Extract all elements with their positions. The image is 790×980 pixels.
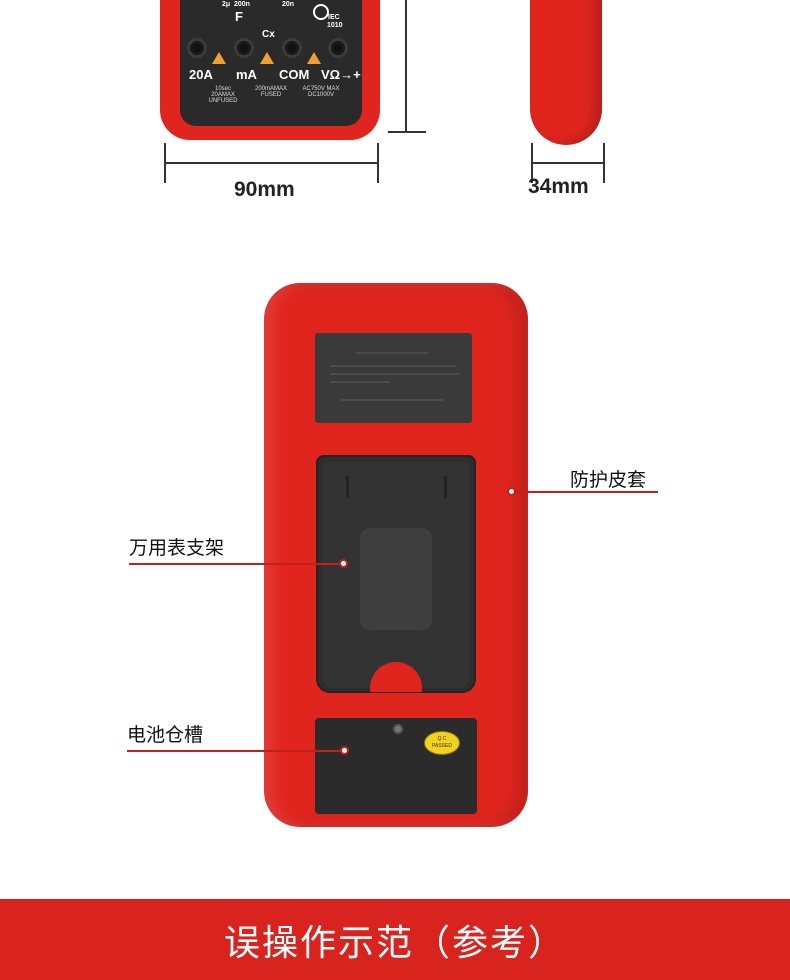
width-dimension-line <box>164 162 379 164</box>
callout-stand-label: 万用表支架 <box>129 537 225 559</box>
jack-ma-rating: 200mAMAX FUSED <box>254 86 287 98</box>
plate-text-line <box>330 381 390 383</box>
callout-stand-line <box>129 563 344 565</box>
iec-number: 1010 <box>327 22 343 29</box>
jack-com <box>282 38 302 58</box>
jack-ma <box>234 38 254 58</box>
height-dimension-tick <box>388 131 426 133</box>
jack-20a <box>187 38 207 58</box>
callout-sleeve-line <box>513 491 658 493</box>
farad-label: F <box>235 9 243 24</box>
multimeter-side-body <box>530 0 602 145</box>
range-label: 2μ <box>222 1 231 8</box>
screw-icon <box>393 724 403 734</box>
iec-label: IEC <box>328 14 340 21</box>
jack-volt-rating: AC750V MAX DC1000V <box>302 86 340 98</box>
warning-circle-icon <box>313 4 329 20</box>
warning-triangle-icon <box>212 52 226 64</box>
plate-text-line <box>330 365 456 367</box>
depth-label: 34mm <box>528 175 589 198</box>
callout-sleeve-dot <box>507 487 516 496</box>
width-label: 90mm <box>234 178 295 201</box>
plate-text-line <box>340 399 444 401</box>
plate-text-line <box>356 352 428 354</box>
bottom-banner: 误操作示范（参考） <box>0 899 790 980</box>
warning-triangle-icon <box>260 52 274 64</box>
plate-text-line <box>330 373 460 375</box>
callout-sleeve-label: 防护皮套 <box>570 469 647 491</box>
stand-slot <box>346 476 349 498</box>
jack-label-com: COM <box>279 67 310 82</box>
range-label: 20n <box>282 1 295 8</box>
capacitance-label: Cx <box>262 29 275 40</box>
callout-stand-dot <box>339 559 348 568</box>
callout-battery-label: 电池仓槽 <box>127 724 204 746</box>
callout-battery-line <box>127 750 345 752</box>
stand-slot <box>444 476 447 498</box>
height-dimension-line <box>405 0 407 132</box>
warning-label-plate <box>315 333 472 423</box>
jack-volt <box>328 38 348 58</box>
warning-triangle-icon <box>307 52 321 64</box>
banner-title: 误操作示范（参考） <box>223 922 566 964</box>
range-label: 200n <box>234 1 250 8</box>
callout-battery-dot <box>340 746 349 755</box>
jack-label-ma: mA <box>236 67 257 82</box>
stand-center-pad <box>360 528 432 630</box>
jack-20a-rating: 10sec 20AMAX UNFUSED <box>208 86 238 104</box>
jack-label-20a: 20A <box>189 67 213 82</box>
depth-dimension-line <box>531 162 605 164</box>
qc-passed-sticker: Q.C PASSED <box>424 731 460 755</box>
jack-label-volt: VΩ→+ <box>321 67 361 82</box>
